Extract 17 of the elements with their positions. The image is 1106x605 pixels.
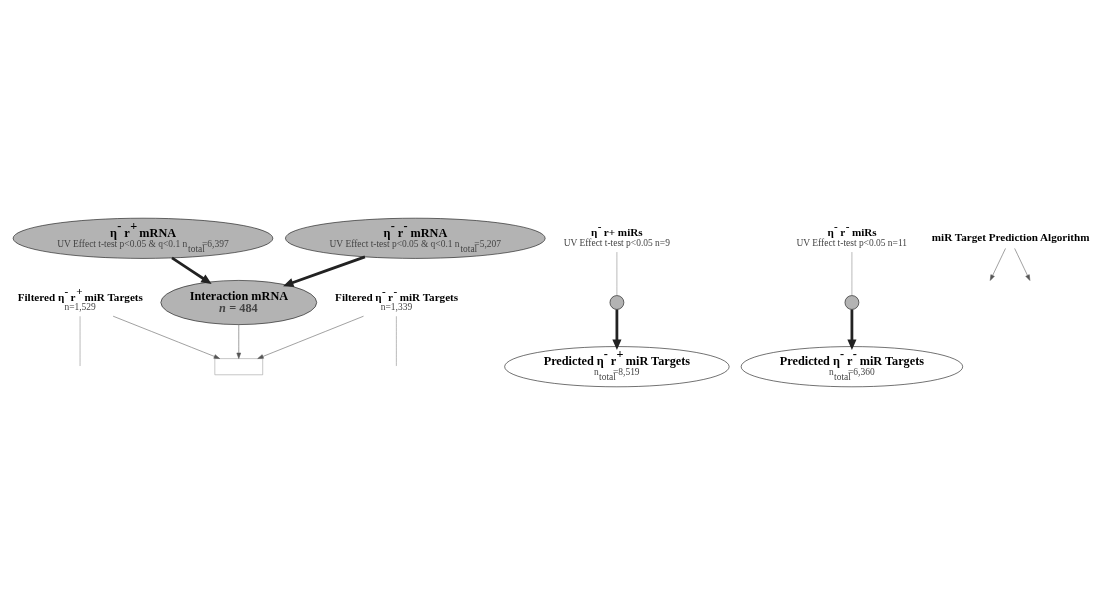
arrow [171, 256, 212, 285]
arrow [257, 315, 364, 359]
arrow [1014, 248, 1031, 281]
node-text: miR Target Prediction Algorithm [931, 230, 1090, 243]
connector [396, 316, 397, 367]
arrow [847, 309, 857, 350]
arrow [612, 309, 622, 350]
node-circle [844, 295, 860, 310]
arrow [989, 248, 1006, 281]
connector [79, 316, 81, 367]
connector [851, 251, 853, 296]
node-circle [609, 295, 625, 310]
arrow [112, 315, 220, 359]
arrow [283, 255, 366, 287]
connector [616, 251, 618, 296]
arrow [236, 324, 241, 359]
node-box [214, 358, 263, 376]
